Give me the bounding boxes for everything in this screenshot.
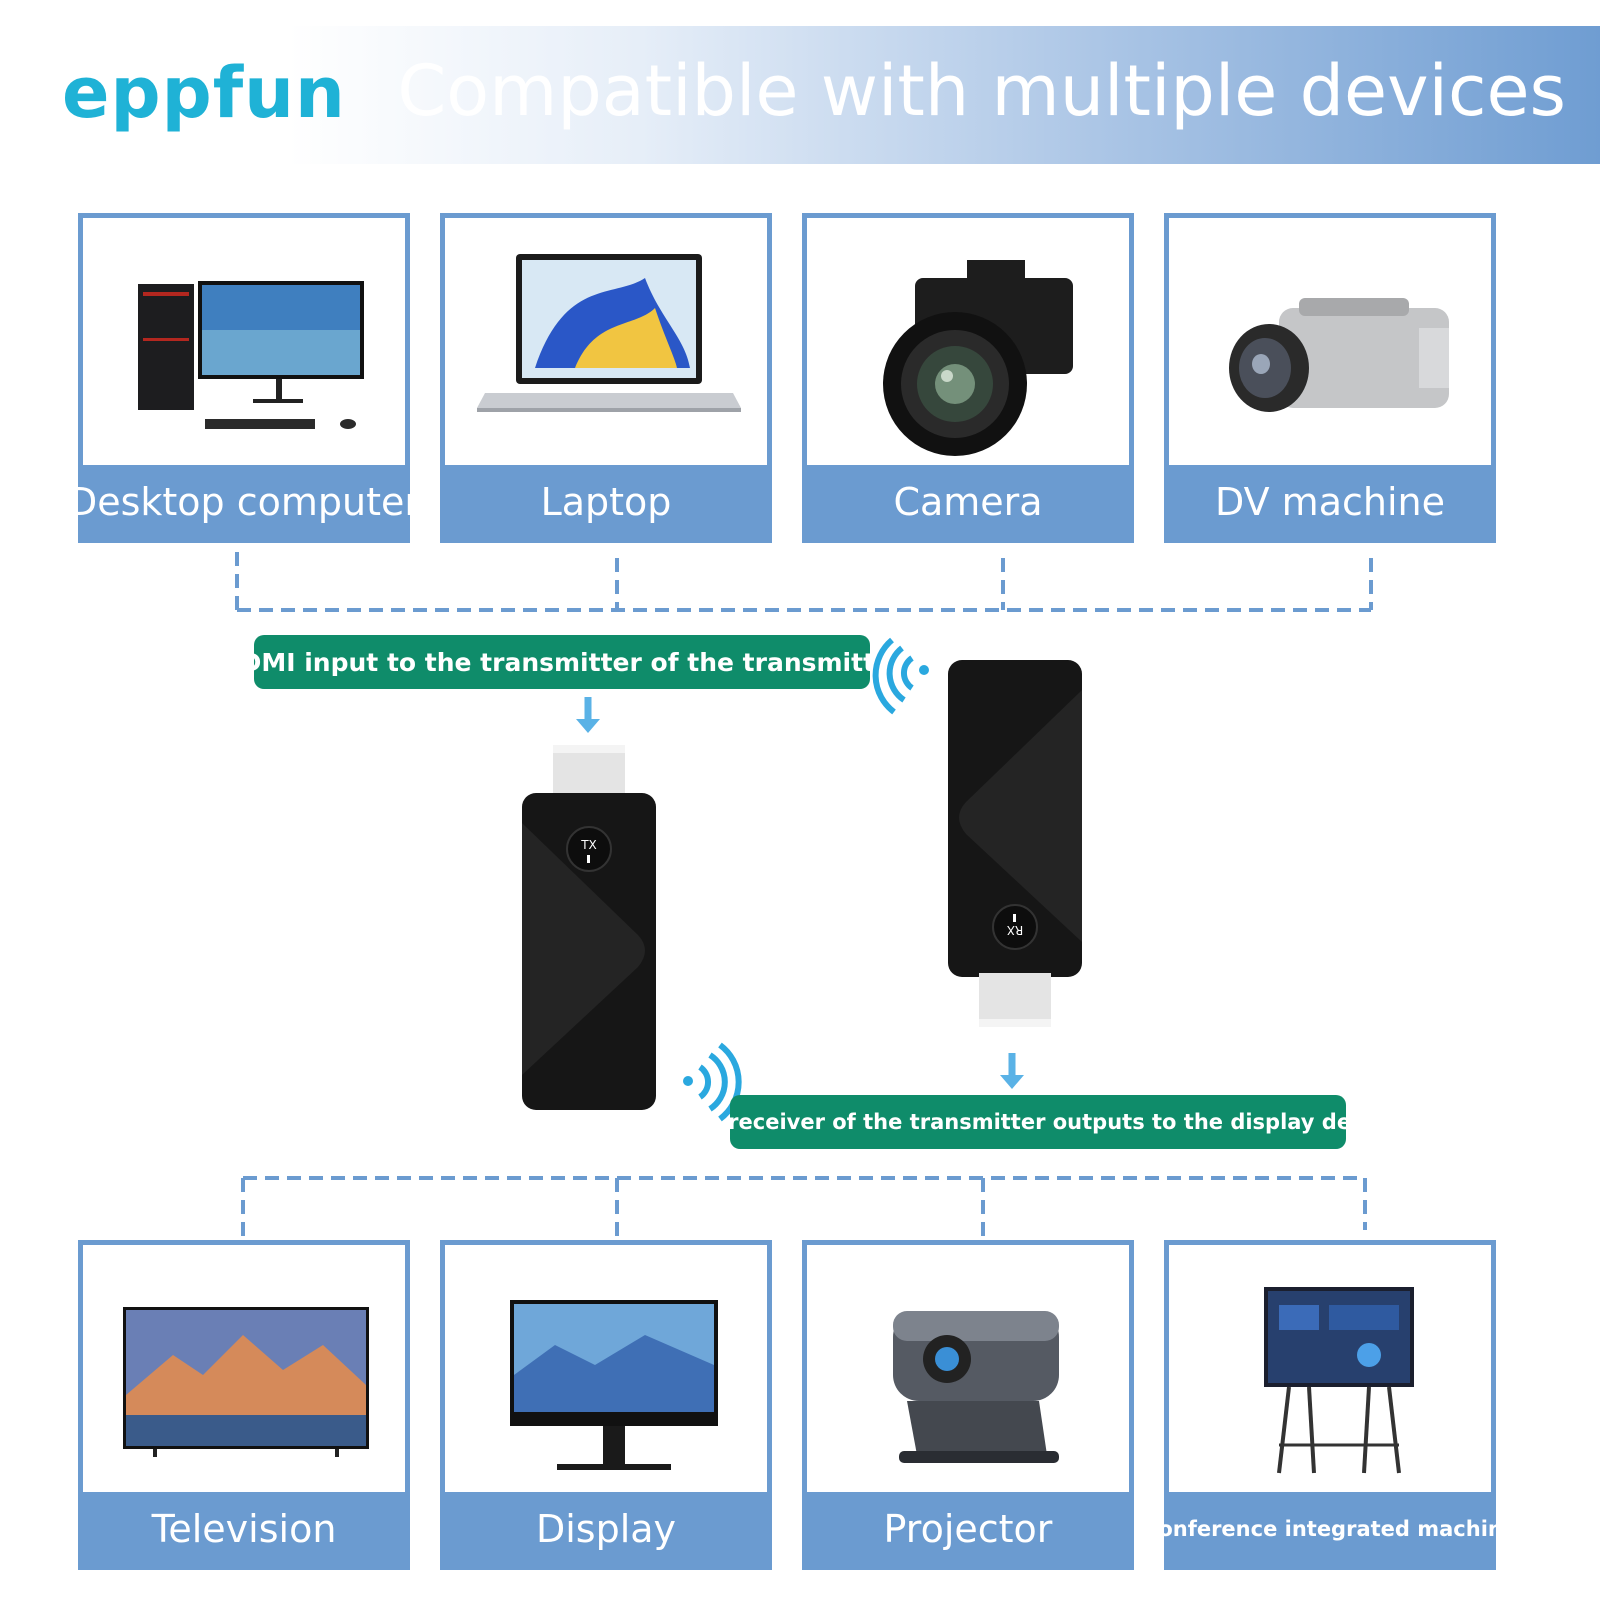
down-arrow-icon (1000, 1053, 1024, 1089)
device-card-camera: Camera (802, 213, 1134, 543)
output-callout: The receiver of the transmitter outputs … (677, 1095, 1399, 1149)
conference-display-icon (1264, 1287, 1414, 1474)
device-card-display: Display (440, 1240, 772, 1570)
device-label: Camera (807, 465, 1129, 538)
device-label: Desktop computer (68, 465, 420, 538)
wireless-signal-icon (872, 637, 929, 715)
device-label: Projector (807, 1492, 1129, 1565)
device-card-laptop: Laptop (440, 213, 772, 543)
television-icon (123, 1307, 369, 1457)
down-arrow-icon (576, 697, 600, 733)
device-label: Display (445, 1492, 767, 1565)
desktop-computer-icon (138, 281, 364, 429)
rx-label: RX (1007, 923, 1024, 937)
device-card-projector: Projector (802, 1240, 1134, 1570)
device-card-desktop: Desktop computer (68, 213, 420, 543)
camera-icon (883, 260, 1073, 456)
input-callout: HDMI input to the transmitter of the tra… (220, 635, 904, 689)
wireless-signal-icon (683, 1042, 742, 1122)
monitor-icon (510, 1300, 718, 1470)
device-label: DV machine (1169, 465, 1491, 538)
tx-dongle: TX (522, 745, 656, 1110)
device-card-television: Television (78, 1240, 410, 1570)
projector-icon (893, 1311, 1059, 1463)
device-label: Laptop (445, 465, 767, 538)
brand-logo: eppfun (62, 52, 346, 134)
device-card-conference-machine: Conference integrated machine (1143, 1240, 1517, 1570)
device-label: Conference integrated machine (1143, 1492, 1517, 1565)
header-banner (0, 26, 1600, 164)
page-title: Compatible with multiple devices (397, 50, 1566, 132)
tx-label: TX (580, 838, 597, 852)
device-label: Television (83, 1492, 405, 1565)
device-card-dv-machine: DV machine (1164, 213, 1496, 543)
rx-dongle: RX (948, 660, 1082, 1027)
camcorder-icon (1229, 298, 1449, 412)
laptop-icon (477, 254, 741, 412)
